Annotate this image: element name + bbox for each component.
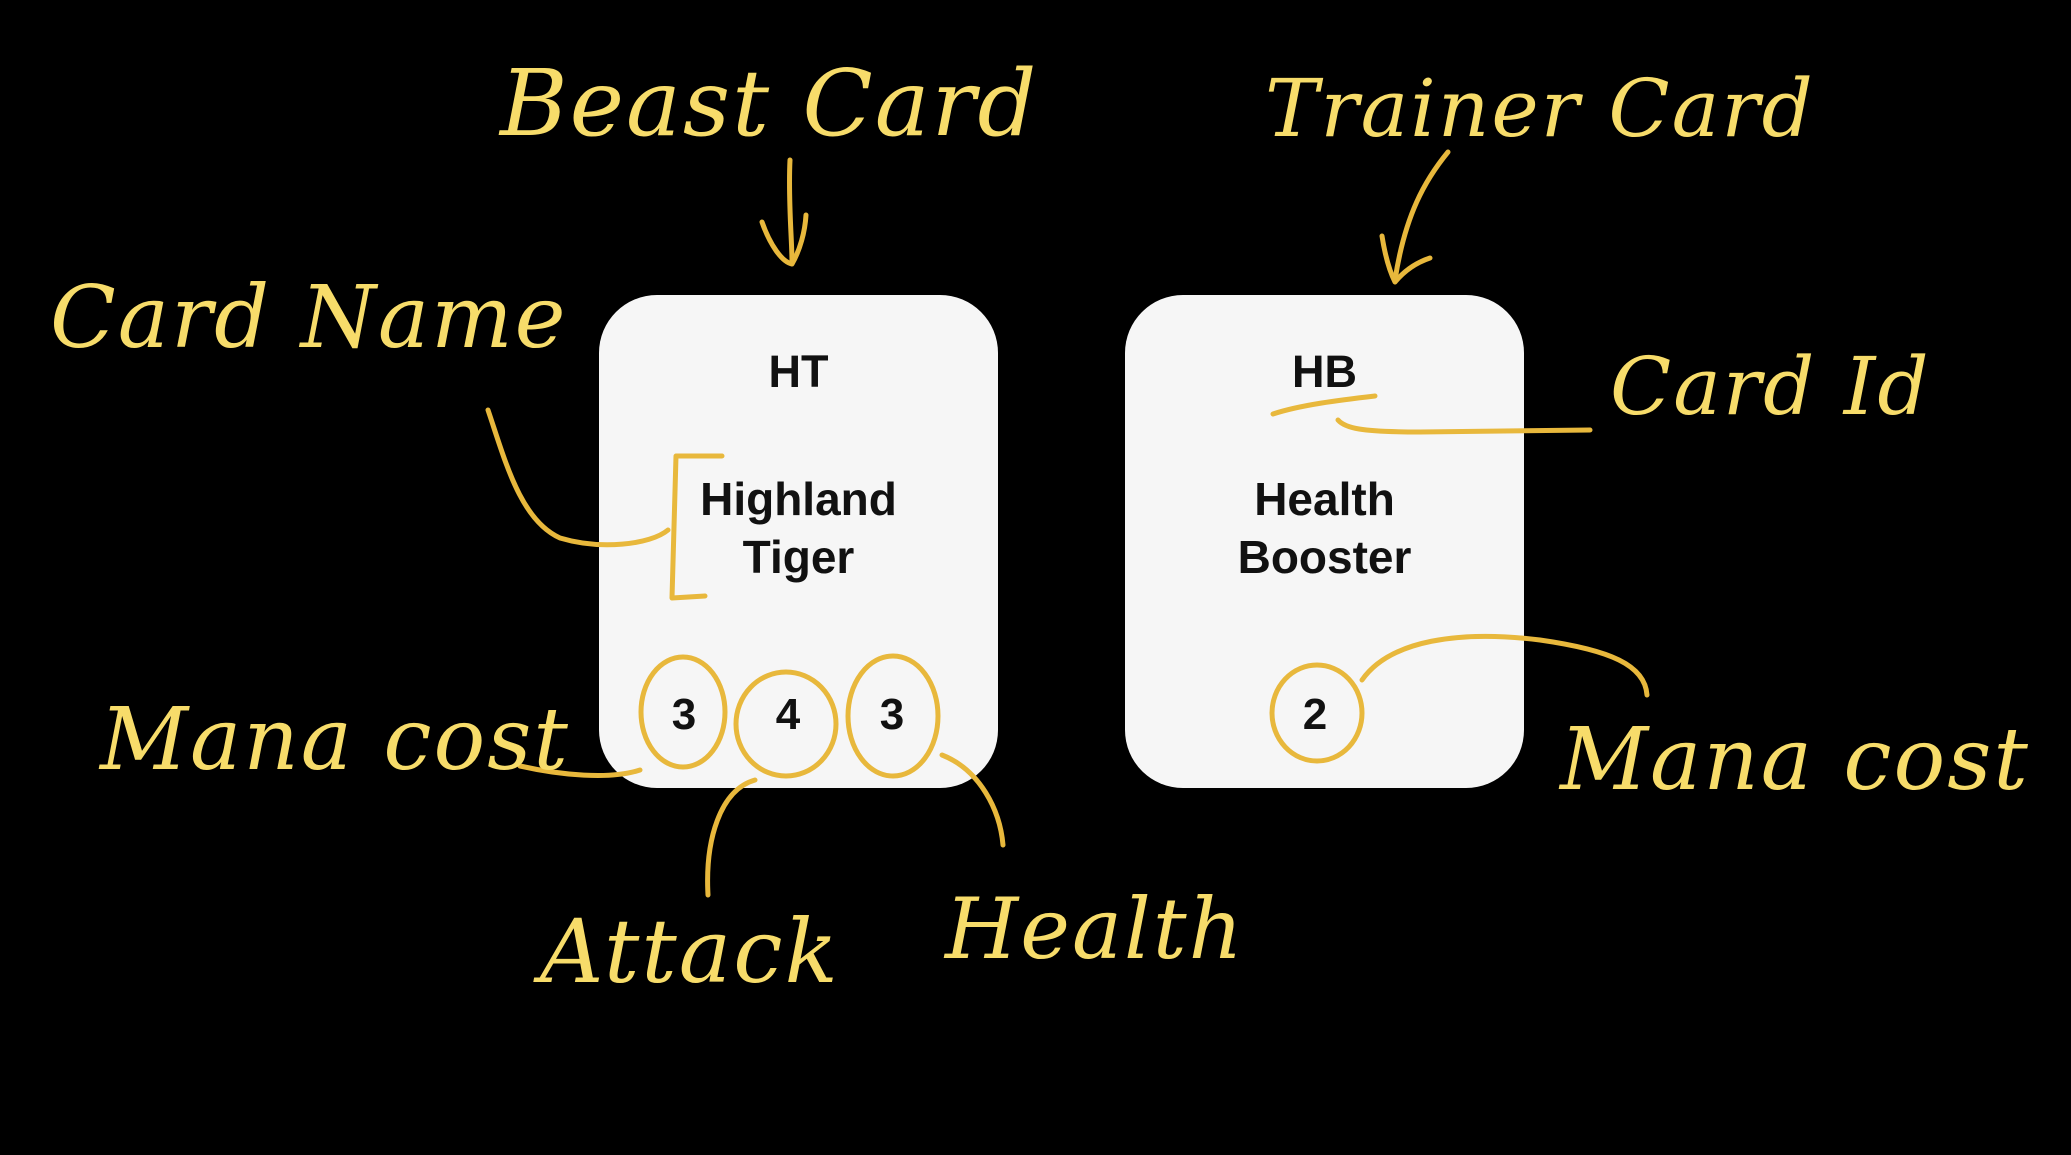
beast-card-id: HT	[768, 346, 829, 397]
trainer-card-name: Health Booster	[1125, 470, 1524, 586]
trainer-card-arrow	[1392, 149, 1451, 283]
health-label: Health	[945, 880, 1245, 978]
trainer-card-arrowhead	[1379, 233, 1433, 285]
trainer-card-name-line2: Booster	[1237, 531, 1412, 583]
trainer-card-id: HB	[1292, 346, 1357, 397]
beast-card-name: Highland Tiger	[599, 470, 998, 586]
beast-card-name-line2: Tiger	[742, 531, 855, 583]
trainer-card-label: Trainer Card	[1265, 62, 1815, 155]
trainer-card-name-line1: Health	[1254, 473, 1395, 525]
beast-card-arrowhead	[759, 212, 809, 267]
attack-connector	[705, 777, 758, 898]
card-id-label: Card Id	[1610, 340, 1931, 433]
beast-mana-cost-value: 3	[671, 690, 697, 739]
card-name-label: Card Name	[50, 268, 568, 368]
mana-cost-right-label: Mana cost	[1560, 710, 2030, 810]
beast-card-name-line1: Highland	[700, 473, 897, 525]
mana-cost-left-label: Mana cost	[100, 690, 570, 790]
beast-health-value: 3	[879, 690, 905, 739]
beast-card-arrow	[786, 157, 795, 265]
attack-label: Attack	[540, 900, 840, 1003]
beast-card-label: Beast Card	[500, 50, 1039, 157]
trainer-mana-cost-value: 2	[1302, 690, 1328, 739]
beast-attack-value: 4	[775, 690, 801, 739]
